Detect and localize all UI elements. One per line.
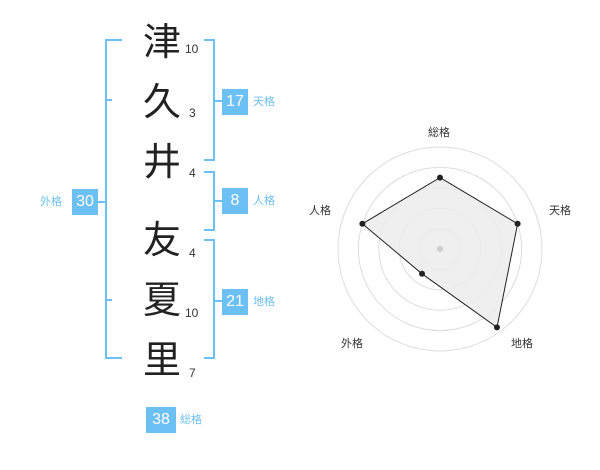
soukaku-badge: 38 [146, 407, 176, 433]
soukaku-label: 総格 [180, 413, 202, 426]
radar-label-soukaku: 総格 [428, 126, 450, 139]
jinkaku-badge: 8 [222, 188, 248, 214]
jinkaku-label: 人格 [253, 194, 275, 207]
radar-point-soukaku [437, 174, 443, 181]
chikaku-badge: 21 [222, 289, 248, 315]
radar-label-tenkaku: 天格 [549, 204, 571, 217]
stroke-count-6: 7 [189, 366, 196, 380]
stroke-count-2: 3 [189, 106, 196, 120]
radar-center-dot [437, 246, 443, 252]
name-char-1: 津 [142, 20, 181, 64]
tenkaku-label: 天格 [253, 95, 275, 108]
radar-label-chikaku: 地格 [511, 337, 533, 350]
stroke-count-5: 10 [185, 306, 199, 320]
radar-polygon [361, 177, 519, 329]
name-char-5: 夏 [142, 278, 181, 322]
name-char-3: 井 [142, 140, 181, 184]
radar-points [359, 174, 521, 331]
name-char-6: 里 [142, 338, 181, 382]
name-char-2: 久 [142, 80, 181, 124]
radar-point-tenkaku [514, 220, 521, 227]
tenkaku-badge: 17 [222, 89, 248, 115]
radar-point-gaikaku [419, 270, 426, 277]
chikaku-label: 地格 [253, 295, 275, 308]
radar-label-jinkaku: 人格 [309, 204, 331, 217]
stroke-count-3: 4 [189, 166, 196, 180]
gaikaku-badge: 30 [72, 189, 98, 215]
gaikaku-label: 外格 [40, 195, 62, 208]
stroke-count-4: 4 [189, 246, 196, 260]
radar-point-chikaku [493, 324, 500, 331]
stroke-count-1: 10 [185, 42, 199, 56]
radar-label-gaikaku: 外格 [341, 337, 363, 350]
name-char-4: 友 [142, 218, 181, 262]
radar-ring [357, 166, 523, 332]
radar-point-jinkaku [359, 220, 366, 227]
